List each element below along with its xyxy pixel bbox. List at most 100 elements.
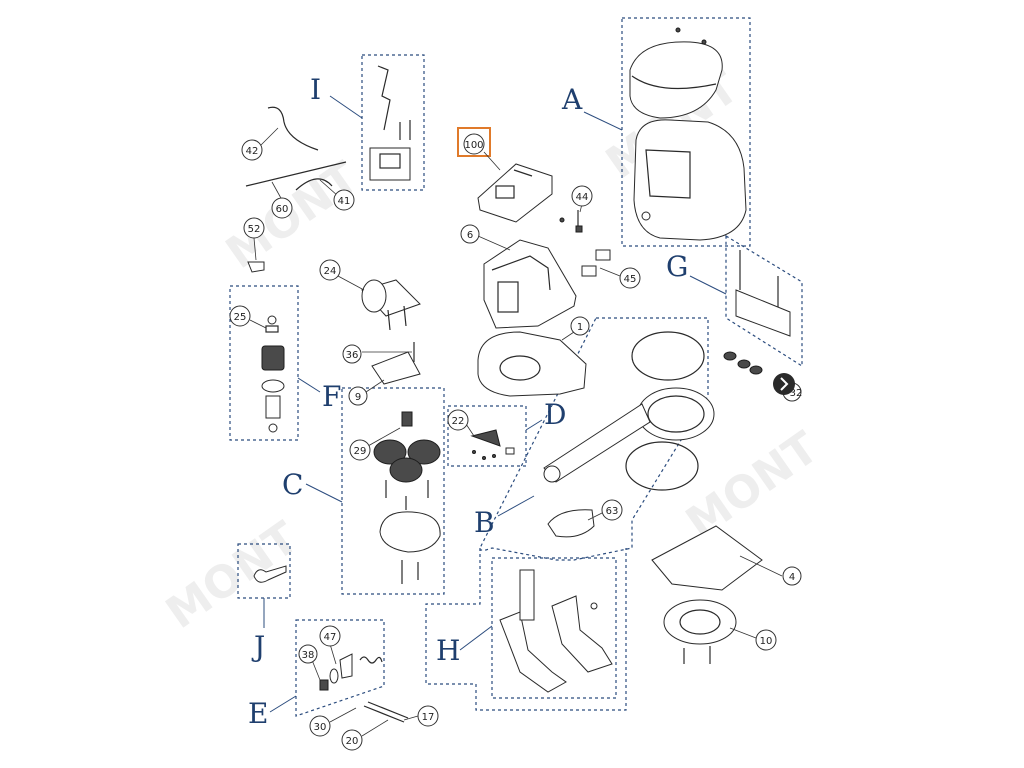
group-box-j <box>237 543 291 599</box>
callout-circle-41 <box>333 189 355 211</box>
callout-circle-1 <box>570 316 590 336</box>
part-gear-assembly-c <box>373 411 441 584</box>
leader-20 <box>361 719 389 737</box>
leader-38 <box>311 659 321 681</box>
callout-circle-44 <box>571 185 593 207</box>
group-leader-f <box>297 377 321 393</box>
leader-41 <box>319 179 339 197</box>
part-group-i <box>369 65 411 181</box>
part-cable-42 <box>267 106 319 151</box>
group-label-i: I <box>310 73 321 106</box>
next-button[interactable] <box>773 373 795 395</box>
group-box-a <box>621 17 751 247</box>
callout-label-44: 44 <box>576 192 589 203</box>
part-nuts-32 <box>723 351 763 375</box>
watermark-text: MONT <box>677 422 828 549</box>
group-box-d <box>447 405 527 467</box>
next-button-bg[interactable] <box>773 373 795 395</box>
part-cover-top <box>629 27 723 119</box>
part-gearbox-housing <box>483 239 577 329</box>
callout-circle-60 <box>271 197 293 219</box>
group-label-c: C <box>282 468 303 501</box>
callout-label-60: 60 <box>276 204 289 215</box>
callout-label-6: 6 <box>467 230 473 241</box>
part-plate-4 <box>651 525 763 591</box>
callout-label-17: 17 <box>422 712 435 723</box>
callout-label-41: 41 <box>338 196 351 207</box>
part-gear-stack-f <box>261 315 285 433</box>
leader-42 <box>259 127 279 147</box>
group-leader-h <box>459 625 493 651</box>
group-box-c <box>341 387 445 595</box>
part-group-d <box>470 429 515 460</box>
callout-label-22: 22 <box>452 416 465 427</box>
leader-1 <box>561 331 575 341</box>
watermark-text: MONT <box>217 152 368 279</box>
callout-label-63: 63 <box>606 506 619 517</box>
watermark-text: MONT <box>157 512 308 639</box>
highlight-box-100 <box>457 127 491 157</box>
group-leader-b <box>497 495 535 517</box>
callout-label-9: 9 <box>355 392 361 403</box>
callout-label-10: 10 <box>760 636 773 647</box>
leader-9 <box>365 379 385 393</box>
leader-60 <box>271 181 283 201</box>
callout-circle-38 <box>298 644 318 664</box>
leader-63 <box>587 511 605 521</box>
group-leader-e <box>269 695 297 713</box>
callout-circle-30 <box>309 715 331 737</box>
callout-circle-22 <box>447 409 469 431</box>
callout-label-24: 24 <box>324 266 337 277</box>
leader-47 <box>329 643 337 665</box>
callout-label-47: 47 <box>324 632 337 643</box>
part-bracket-52 <box>247 261 265 273</box>
leader-45 <box>599 267 621 277</box>
group-box-f <box>229 285 299 441</box>
part-key-j <box>253 565 287 583</box>
callout-label-52: 52 <box>248 224 261 235</box>
part-cable-41 <box>295 178 333 191</box>
group-label-g: G <box>666 250 688 283</box>
callout-circle-6 <box>460 224 480 244</box>
callout-circle-10 <box>755 629 777 651</box>
callout-circle-47 <box>319 625 341 647</box>
callout-circle-25 <box>229 305 251 327</box>
part-disk-10-inner <box>679 609 721 635</box>
group-label-h: H <box>436 634 460 667</box>
part-ring-gear-b <box>543 331 715 491</box>
part-disk-10 <box>663 599 737 645</box>
leader-30 <box>329 707 357 723</box>
callout-circle-42 <box>241 139 263 161</box>
callout-circle-9 <box>348 386 368 406</box>
group-label-a: A <box>561 83 583 116</box>
group-label-b: B <box>474 506 495 539</box>
leader-10 <box>729 627 757 639</box>
callout-label-38: 38 <box>302 650 315 661</box>
group-leader-d <box>525 419 543 431</box>
callout-circle-63 <box>601 499 623 521</box>
callout-circle-17 <box>417 705 439 727</box>
part-motor <box>361 279 421 331</box>
leader-22 <box>465 423 475 437</box>
callout-label-4: 4 <box>789 572 795 583</box>
leader-24 <box>337 275 365 291</box>
group-label-d: D <box>544 398 566 431</box>
callout-circle-24 <box>319 259 341 281</box>
leader-17 <box>403 715 419 721</box>
group-label-j: J <box>251 630 265 663</box>
callout-label-1: 1 <box>577 322 583 333</box>
callout-label-25: 25 <box>234 312 247 323</box>
group-leader-i <box>329 95 363 119</box>
callout-label-32: 32 <box>790 388 803 399</box>
leader-25 <box>249 319 267 329</box>
callout-label-36: 36 <box>346 350 359 361</box>
callout-circle-52 <box>243 217 265 239</box>
callout-circle-45 <box>619 267 641 289</box>
callout-label-45: 45 <box>624 274 637 285</box>
part-clamp-63 <box>547 509 595 538</box>
leader-100 <box>483 151 501 171</box>
callout-label-20: 20 <box>346 736 359 747</box>
callout-label-30: 30 <box>314 722 327 733</box>
part-housing <box>633 119 747 241</box>
